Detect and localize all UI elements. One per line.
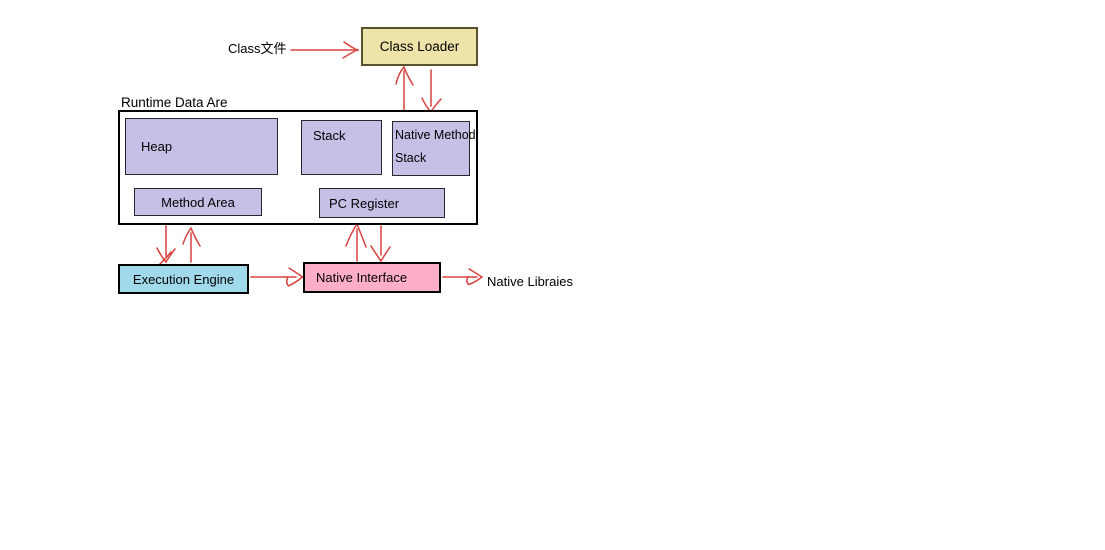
heap-node: Heap: [125, 118, 278, 175]
runtime-data-area-label: Runtime Data Are: [121, 95, 228, 110]
arrow-runtime-to-classloader-up: [395, 66, 414, 111]
arrow-classfile-to-classloader: [290, 41, 359, 59]
method-area-node: Method Area: [134, 188, 262, 216]
arrow-runtime-to-nativeinterface-down: [370, 225, 391, 262]
native-libraries-label: Native Libraies: [487, 274, 573, 289]
arrow-classloader-to-runtime-down: [421, 69, 442, 113]
arrow-execution-to-nativeinterface: [250, 267, 304, 287]
native-method-stack-node: Native Method Stack: [392, 121, 476, 176]
class-file-label: Class文件: [228, 41, 287, 56]
native-method-stack-label: Native Method Stack: [395, 128, 476, 165]
arrow-nativeinterface-to-libraries: [442, 268, 483, 286]
stack-node: Stack: [301, 120, 382, 175]
pc-register-node: PC Register: [319, 188, 445, 218]
arrow-nativeinterface-to-runtime-up: [345, 223, 367, 262]
native-interface-node: Native Interface: [303, 262, 441, 293]
class-loader-node: Class Loader: [361, 27, 478, 66]
runtime-data-area-box: Heap Stack Native Method Stack Method Ar…: [118, 110, 478, 225]
arrow-runtime-to-execution-down: [156, 225, 176, 266]
arrow-execution-to-runtime-up: [182, 227, 201, 263]
execution-engine-node: Execution Engine: [118, 264, 249, 294]
